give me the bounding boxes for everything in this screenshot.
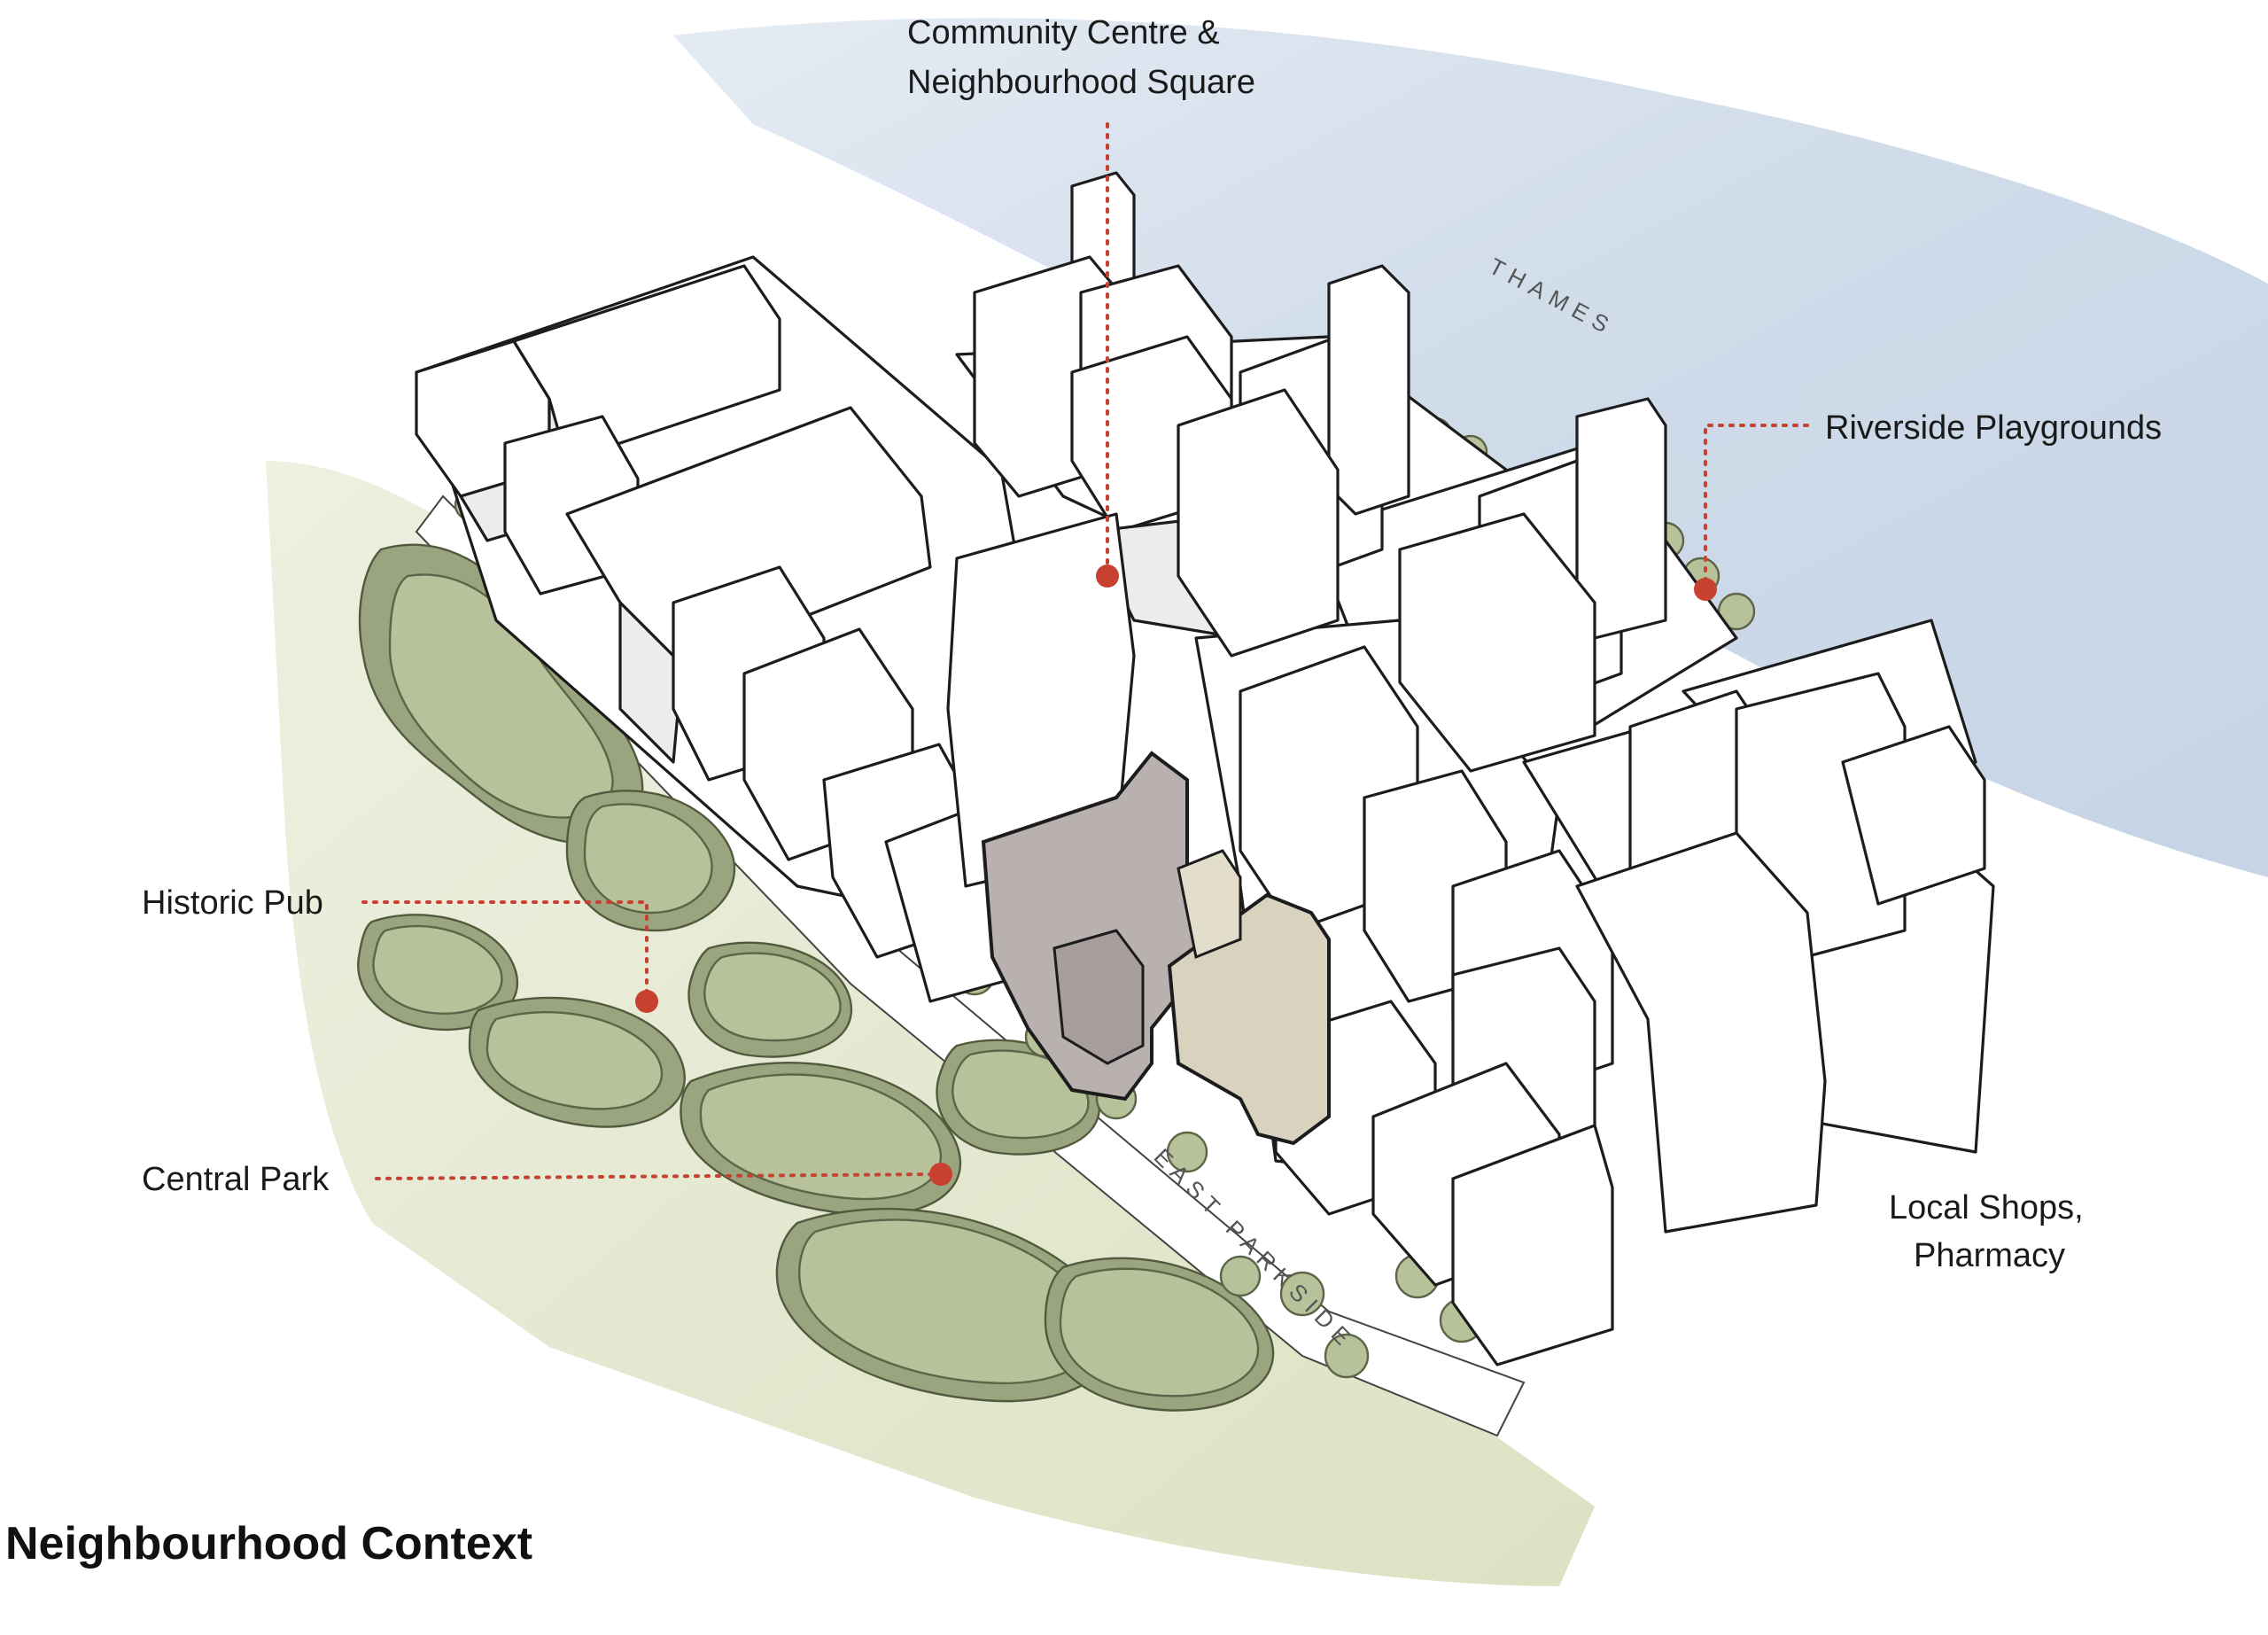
local-shops-label: Local Shops, bbox=[1889, 1189, 2084, 1226]
annotations bbox=[361, 122, 1809, 1186]
development-site-dark bbox=[981, 751, 1208, 1102]
local-shops-label-line2: Pharmacy bbox=[1914, 1237, 2066, 1274]
historic-pub-marker bbox=[635, 990, 658, 1013]
riverside-playgrounds-label: Riverside Playgrounds bbox=[1825, 409, 2163, 447]
page-title: Neighbourhood Context bbox=[5, 1518, 533, 1569]
community-centre-label: Community Centre & bbox=[907, 14, 1220, 51]
community-centre-marker bbox=[1096, 564, 1119, 588]
central-park-label: Central Park bbox=[142, 1161, 330, 1198]
riverside-playgrounds-marker bbox=[1694, 578, 1717, 601]
community-centre-label-line2: Neighbourhood Square bbox=[907, 64, 1255, 101]
buildings bbox=[415, 171, 1995, 1366]
development-site-light bbox=[1167, 892, 1331, 1146]
central-park-marker bbox=[929, 1163, 952, 1186]
historic-pub-label: Historic Pub bbox=[142, 884, 323, 922]
